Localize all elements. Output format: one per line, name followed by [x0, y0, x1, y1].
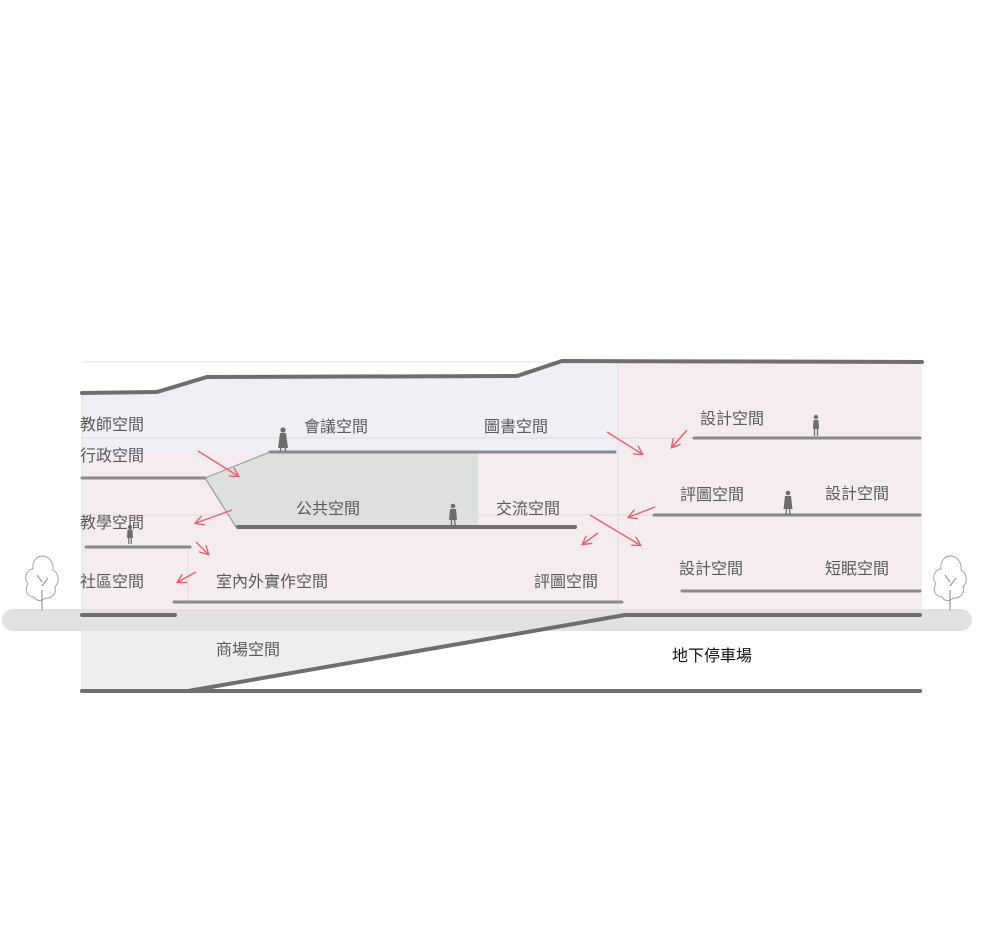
zone-upper-blue [82, 361, 618, 452]
label-meeting-space: 會議空間 [304, 417, 368, 436]
space-labels: 教師空間 行政空間 教學空間 社區空間 會議空間 圖書空間 公共空間 交流空間 … [80, 409, 889, 665]
slab-public-edge [204, 477, 237, 528]
label-library-space: 圖書空間 [484, 417, 548, 436]
label-design-space-top: 設計空間 [700, 409, 764, 428]
label-teacher-space: 教師空間 [80, 415, 144, 434]
tree-left [25, 555, 59, 611]
ramp [186, 613, 627, 693]
arrow-exchange-down-right [589, 514, 640, 545]
circulation-arrows [178, 429, 688, 582]
person-design-mid [783, 490, 793, 516]
label-admin-space: 行政空間 [80, 446, 144, 465]
arrow-admin-to-public [197, 450, 238, 476]
person-meeting [278, 427, 288, 453]
label-design-space-low: 設計空間 [679, 559, 743, 578]
tree-right [933, 555, 967, 611]
label-review-space-lower: 評圖空間 [534, 572, 598, 591]
arrow-exchange-down-left [583, 532, 599, 544]
zone-public-green [205, 452, 478, 527]
label-parking: 地下停車場 [672, 646, 752, 665]
ground-line [2, 609, 972, 631]
person-teaching [127, 525, 133, 544]
zone-right-pink [618, 361, 922, 612]
slabs [80, 358, 924, 693]
zone-middle-pink [478, 452, 618, 612]
roof-slab [80, 358, 924, 395]
label-public-space: 公共空間 [296, 499, 360, 518]
label-teaching-space: 教學空間 [80, 513, 144, 532]
arrow-library-to-design [606, 431, 642, 454]
people [127, 414, 819, 544]
arrow-review-to-exchange [629, 506, 656, 517]
label-review-space-mid: 評圖空間 [680, 485, 744, 504]
label-exchange-space: 交流空間 [496, 499, 560, 518]
arrow-design-to-center [672, 429, 688, 447]
label-mall-space: 商場空間 [216, 640, 280, 659]
person-design-top [813, 414, 819, 436]
label-community-space: 社區空間 [80, 572, 144, 591]
label-workshop-space: 室內外實作空間 [216, 572, 328, 591]
arrow-teaching-down [195, 541, 208, 554]
zone-basement-mall [82, 615, 625, 691]
slab-public-edge-top [204, 451, 271, 479]
zones [82, 361, 922, 691]
label-nap-space: 短眠空間 [825, 559, 889, 578]
label-design-space-mid: 設計空間 [825, 484, 889, 503]
zone-left-pink [82, 452, 478, 612]
arrow-public-to-teaching [196, 509, 233, 523]
arrow-to-community [178, 571, 197, 582]
person-exchange [449, 503, 457, 527]
